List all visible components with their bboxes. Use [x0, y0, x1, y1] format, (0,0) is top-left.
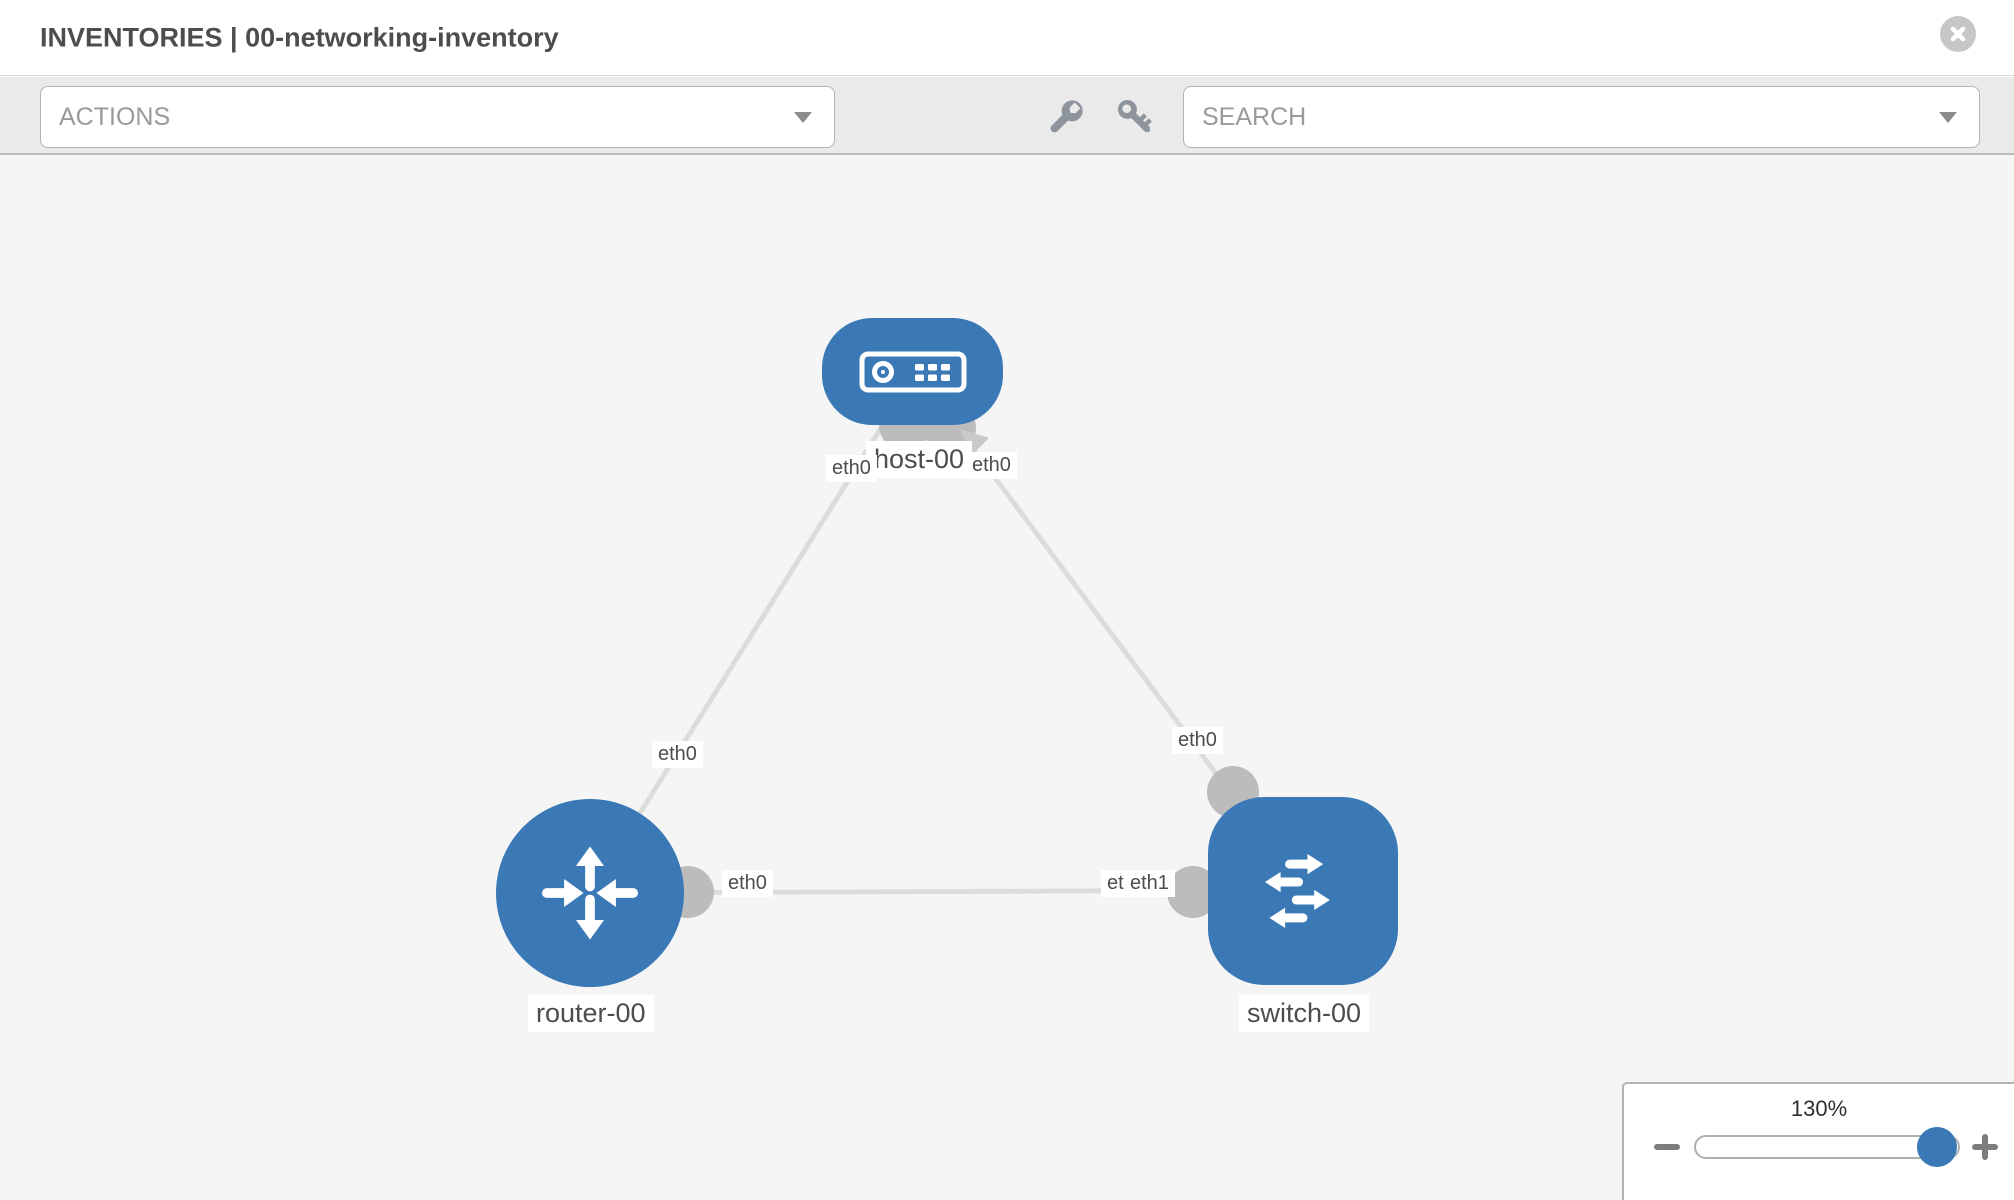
node-label-host: host-00 [866, 441, 973, 478]
zoom-in-icon[interactable] [1972, 1134, 1998, 1160]
search-dropdown[interactable] [1183, 86, 1980, 148]
chevron-down-icon [794, 112, 812, 123]
zoom-level-value: 130% [1790, 1096, 1848, 1121]
interface-label-switch-eth1: eth1 [1124, 870, 1175, 897]
topology-canvas[interactable]: host-00 router-00 switch-00 eth0 eth0 et… [0, 155, 2014, 1200]
actions-dropdown-label: ACTIONS [59, 102, 171, 131]
interface-label-switch-eth0-up: eth0 [1172, 727, 1223, 754]
interface-label-host-eth0-left: eth0 [826, 455, 877, 482]
actions-dropdown[interactable]: ACTIONS [40, 86, 835, 148]
link-arrowhead-icon [960, 429, 989, 456]
router-icon [541, 846, 639, 940]
zoom-out-icon[interactable] [1654, 1144, 1680, 1150]
search-input[interactable] [1202, 102, 1882, 132]
zoom-slider-row [1624, 1124, 2014, 1170]
key-icon[interactable] [1114, 96, 1156, 138]
node-host-00[interactable] [822, 318, 1003, 425]
node-label-switch: switch-00 [1239, 995, 1370, 1032]
host-icon [859, 351, 966, 392]
switch-icon [1264, 854, 1330, 928]
interface-label-router-eth0: eth0 [722, 870, 773, 897]
zoom-slider-thumb[interactable] [1917, 1127, 1957, 1167]
wrench-icon[interactable] [1045, 96, 1087, 138]
port-switch-eth1 [1167, 866, 1219, 918]
close-icon [1950, 26, 1966, 42]
node-router-00[interactable] [496, 799, 684, 987]
node-switch-00[interactable] [1208, 797, 1398, 985]
node-label-router: router-00 [528, 995, 654, 1032]
page-header: INVENTORIES | 00-networking-inventory [0, 0, 2014, 76]
page-title: INVENTORIES | 00-networking-inventory [40, 22, 559, 52]
interface-label-router-eth0-up: eth0 [652, 741, 703, 768]
topology-links-layer [587, 370, 1306, 918]
zoom-widget: 130% [1622, 1082, 2014, 1200]
chevron-down-icon [1939, 112, 1957, 123]
zoom-slider-track[interactable] [1694, 1127, 1960, 1167]
close-button[interactable] [1940, 16, 1976, 52]
toolbar: ACTIONS [0, 77, 2014, 155]
interface-label-host-eth0-right: eth0 [966, 452, 1017, 479]
